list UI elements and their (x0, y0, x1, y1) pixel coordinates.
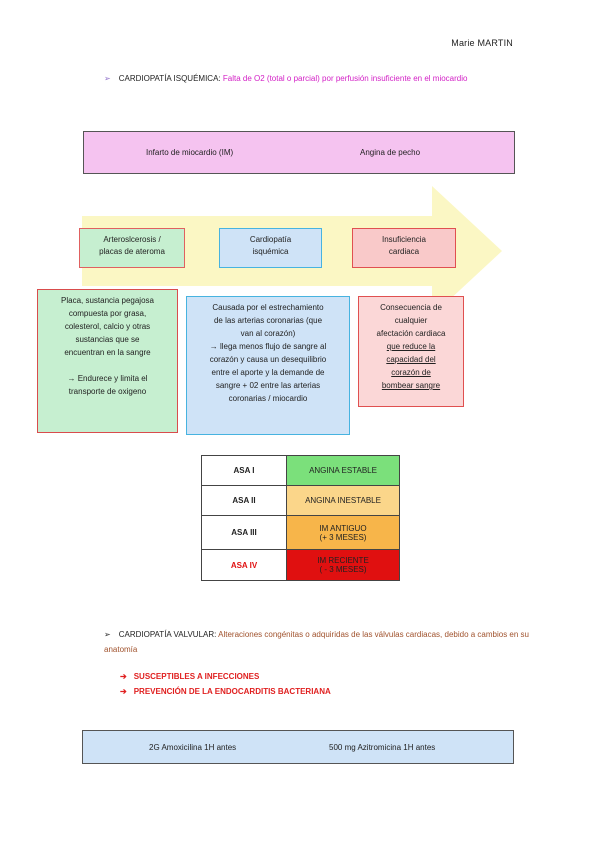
bullet-arrow-icon: ➢ (104, 74, 111, 83)
desc-line: → llega menos flujo de sangre al (209, 342, 327, 351)
section-valvular: ➢ CARDIOPATÍA VALVULAR: Alteraciones cong… (104, 627, 534, 657)
stage-ischemic-line2: isquémica (252, 247, 289, 256)
stage-atherosclerosis: Arteroslcerosis / placas de ateroma (79, 228, 185, 268)
desc-line-underlined: capacidad del (386, 355, 436, 364)
asa-value-line1: ANGINA INESTABLE (305, 496, 381, 505)
stage-heart-failure: Insuficiencia cardiaca (352, 228, 456, 268)
table-row: ASA I ANGINA ESTABLE (201, 455, 400, 486)
list-item: ➔ PREVENCIÓN DE LA ENDOCARDITIS BACTERIAN… (120, 684, 331, 699)
valvular-notes: ➔ SUSCEPTIBLES A INFECCIONES ➔ PREVENCIÓN … (120, 669, 331, 699)
desc-line: compuesta por grasa, (68, 309, 147, 318)
asa-value: IM ANTIGUO(+ 3 MESES) (286, 515, 400, 550)
desc-line: encuentran en la sangre (64, 348, 151, 357)
desc-line: van al corazón) (240, 329, 296, 338)
section-ischemic-title: CARDIOPATÍA ISQUÉMICA: (118, 74, 221, 83)
section-ischemic-definition: Falta de O2 (total o parcial) por perfus… (222, 74, 468, 83)
author-name: Marie MARTIN (451, 38, 513, 48)
list-item: ➔ SUSCEPTIBLES A INFECCIONES (120, 669, 331, 684)
asa-value-line1: IM RECIENTE (317, 556, 369, 565)
asa-class: ASA II (201, 485, 287, 516)
heart-failure-description: Consecuencia de cualquier afectación car… (358, 296, 464, 407)
ischemic-description: Causada por el estrechamiento de las art… (186, 296, 350, 435)
asa-value: IM RECIENTE( - 3 MESES) (286, 549, 400, 581)
right-arrow-icon: ➔ (120, 687, 127, 696)
asa-value-line2: (+ 3 MESES) (319, 532, 367, 542)
prophylaxis-box: 2G Amoxicilina 1H antes 500 mg Azitromic… (82, 730, 514, 764)
azithromycin-label: 500 mg Azitromicina 1H antes (329, 743, 436, 752)
asa-class: ASA III (201, 515, 287, 550)
bullet-arrow-icon: ➢ (104, 630, 111, 639)
amoxicillin-label: 2G Amoxicilina 1H antes (149, 743, 237, 752)
infarct-label: Infarto de miocardio (IM) (146, 148, 234, 157)
asa-value: ANGINA ESTABLE (286, 455, 400, 486)
desc-line: Consecuencia de (380, 303, 442, 312)
desc-line: → Endurece y limita el (67, 374, 148, 383)
ischemic-types-box: Infarto de miocardio (IM) Angina de pech… (83, 131, 515, 174)
asa-value: ANGINA INESTABLE (286, 485, 400, 516)
desc-line-underlined: bombear sangre (381, 381, 441, 390)
desc-line: Causada por el estrechamiento (212, 303, 324, 312)
section-ischemic: ➢ CARDIOPATÍA ISQUÉMICA: Falta de O2 (tot… (104, 71, 524, 86)
desc-line-underlined: que reduce la (386, 342, 436, 351)
desc-line-underlined: corazón de (391, 368, 431, 377)
stage-heart-failure-line1: Insuficiencia (381, 235, 427, 244)
desc-line: sangre + 02 entre las arterias (215, 381, 321, 390)
stage-heart-failure-line2: cardiaca (388, 247, 420, 256)
section-valvular-definition: Alteraciones congénitas o adquiridas de … (104, 630, 529, 654)
stage-ischemic: Cardiopatía isquémica (219, 228, 322, 268)
table-row: ASA IV IM RECIENTE( - 3 MESES) (201, 549, 400, 581)
desc-line: Placa, sustancia pegajosa (61, 296, 154, 305)
desc-line: coronarias / miocardio (228, 394, 308, 403)
stage-atherosclerosis-line2: placas de ateroma (99, 247, 165, 256)
right-arrow-icon: ➔ (120, 672, 127, 681)
angina-label: Angina de pecho (360, 148, 421, 157)
desc-line: corazón y causa un desequilibrio (209, 355, 327, 364)
table-row: ASA III IM ANTIGUO(+ 3 MESES) (201, 515, 400, 550)
desc-line: entre el aporte y la demande de (211, 368, 325, 377)
desc-line: colesterol, calcio y otras (64, 322, 151, 331)
asa-class: ASA I (201, 455, 287, 486)
table-row: ASA II ANGINA INESTABLE (201, 485, 400, 516)
list-item-label: PREVENCIÓN DE LA ENDOCARDITIS BACTERIANA (133, 687, 331, 696)
desc-line: de las arterias coronarias (que (213, 316, 323, 325)
atheroma-description: Placa, sustancia pegajosa compuesta por … (37, 289, 178, 433)
section-valvular-title: CARDIOPATÍA VALVULAR: (118, 630, 217, 639)
desc-line: transporte de oxigeno (68, 387, 147, 396)
asa-value-line2: ( - 3 MESES) (319, 565, 367, 574)
desc-line: afectación cardiaca (376, 329, 446, 338)
desc-line: sustancias que se (75, 335, 140, 344)
asa-table: ASA I ANGINA ESTABLE ASA II ANGINA INEST… (201, 455, 400, 581)
asa-value-line1: IM ANTIGUO (319, 523, 367, 533)
stage-ischemic-line1: Cardiopatía (249, 235, 292, 244)
list-item-label: SUSCEPTIBLES A INFECCIONES (133, 672, 260, 681)
desc-line: cualquier (394, 316, 428, 325)
stage-atherosclerosis-line1: Arteroslcerosis / (103, 235, 161, 244)
asa-value-line1: ANGINA ESTABLE (309, 466, 377, 475)
asa-class: ASA IV (201, 549, 287, 581)
